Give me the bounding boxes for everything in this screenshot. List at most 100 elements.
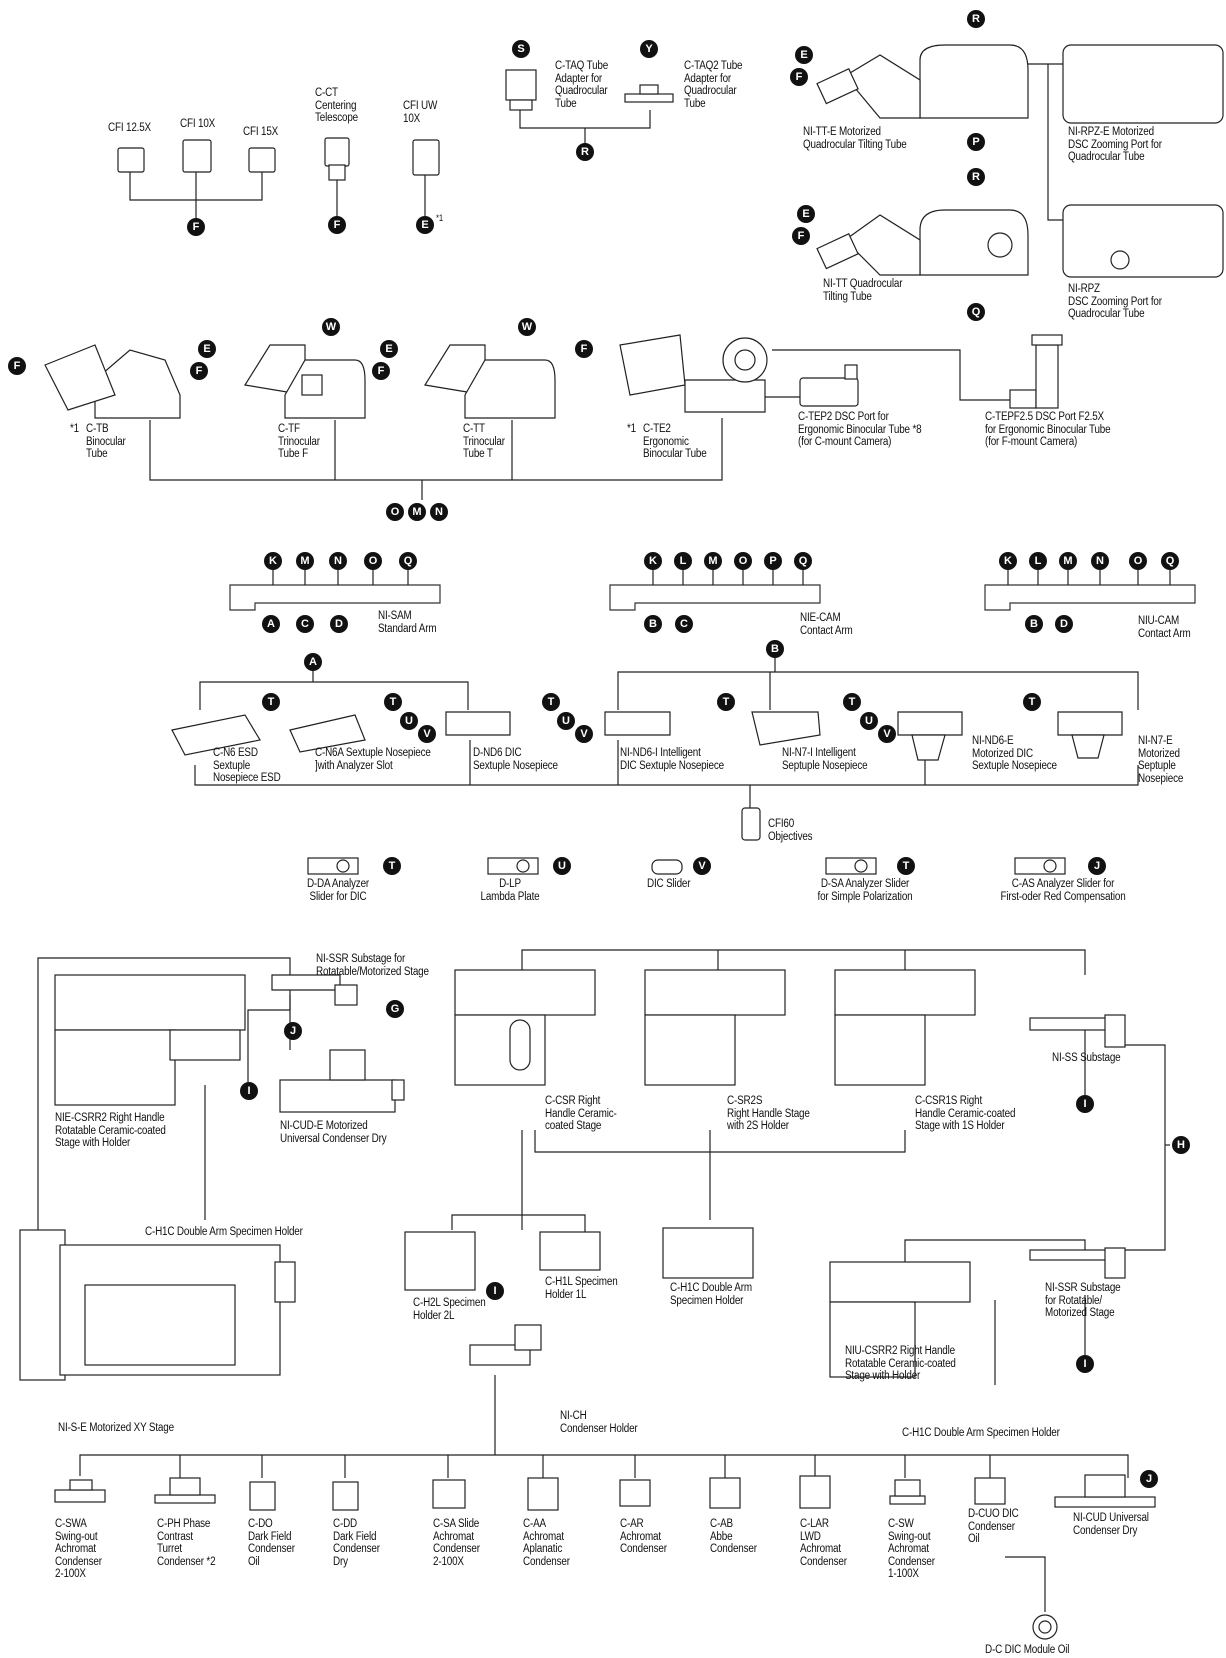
label-c-csr1s: C-CSR1S Right Handle Ceramic-coated Stag… [915, 1095, 1016, 1132]
badge-f: F [8, 357, 26, 375]
badge-m: M [1059, 552, 1077, 570]
label-c-swa: C-SWA Swing-out Achromat Condenser 2-100… [55, 1518, 102, 1580]
label-c-h1c-3: C-H1C Double Arm Specimen Holder [902, 1427, 1060, 1439]
badge-v: V [418, 725, 436, 743]
badge-t: T [262, 693, 280, 711]
connector-lines [37, 63, 1196, 1612]
label-ni-s-e: NI-S-E Motorized XY Stage [58, 1422, 174, 1434]
badge-w: W [518, 318, 536, 336]
badge-u: U [860, 712, 878, 730]
badge-q: Q [967, 303, 985, 321]
label-c-ab: C-AB Abbe Condenser [710, 1518, 757, 1555]
label-niu-cam: NIU-CAM Contact Arm [1138, 615, 1191, 640]
label-c-sa: C-SA Slide Achromat Condenser 2-100X [433, 1518, 480, 1568]
label-c-aa: C-AA Achromat Aplanatic Condenser [523, 1518, 570, 1568]
badge-u: U [400, 712, 418, 730]
badge-p: P [764, 552, 782, 570]
label-d-nd6: D-ND6 DIC Sextuple Nosepiece [473, 747, 558, 772]
label-ni-rpz: NI-RPZ DSC Zooming Port for Quadrocular … [1068, 283, 1162, 320]
label-c-ar: C-AR Achromat Condenser [620, 1518, 667, 1555]
label-cfi-15x: CFI 15X [243, 126, 279, 138]
badge-d: D [330, 615, 348, 633]
badge-r: R [967, 10, 985, 28]
badge-e: E [380, 340, 398, 358]
badge-b: B [1025, 615, 1043, 633]
badge-f: F [575, 340, 593, 358]
label-c-sw: C-SW Swing-out Achromat Condenser 1-100X [888, 1518, 935, 1580]
badge-f: F [790, 68, 808, 86]
label-c-tt: C-TT Trinocular Tube T [463, 423, 505, 460]
badge-q: Q [794, 552, 812, 570]
badge-e: E [797, 205, 815, 223]
badge-d: D [1055, 615, 1073, 633]
component-drawings [19, 44, 1224, 1640]
badge-t: T [542, 693, 560, 711]
badge-r: R [967, 168, 985, 186]
label-ni-cud-e: NI-CUD-E Motorized Universal Condenser D… [280, 1120, 387, 1145]
badge-a: A [262, 615, 280, 633]
label-c-tf: C-TF Trinocular Tube F [278, 423, 320, 460]
label-cfi-uw: CFI UW 10X [403, 100, 438, 125]
badge-l: L [1029, 552, 1047, 570]
badge-t: T [384, 693, 402, 711]
badge-p: P [967, 133, 985, 151]
label-nie-cam: NIE-CAM Contact Arm [800, 612, 853, 637]
badge-e: E [416, 216, 434, 234]
badge-u: U [557, 712, 575, 730]
label-ni-ssr-2: NI-SSR Substage for Rotatable/ Motorized… [1045, 1282, 1121, 1319]
label-c-taq2: C-TAQ2 Tube Adapter for Quadrocular Tube [684, 60, 743, 110]
badge-n: N [1091, 552, 1109, 570]
label-d-c: D-C DIC Module Oil [985, 1644, 1070, 1656]
badge-a: A [304, 653, 322, 671]
badge-f: F [328, 216, 346, 234]
label-c-ph: C-PH Phase Contrast Turret Condenser *2 [157, 1518, 216, 1568]
badge-f: F [187, 218, 205, 236]
badge-w: W [322, 318, 340, 336]
label-ni-cud: NI-CUD Universal Condenser Dry [1073, 1512, 1149, 1537]
badge-k: K [999, 552, 1017, 570]
label-d-lp: D-LP Lambda Plate [480, 878, 540, 903]
badge-r: R [576, 143, 594, 161]
badge-o: O [734, 552, 752, 570]
label-ni-ssr-1: NI-SSR Substage for Rotatable/Motorized … [316, 953, 429, 978]
label-nie-csrr2: NIE-CSRR2 Right Handle Rotatable Ceramic… [55, 1112, 166, 1149]
badge-b: B [644, 615, 662, 633]
badge-j: J [1140, 1470, 1158, 1488]
label-c-csr: C-CSR Right Handle Ceramic- coated Stage [545, 1095, 617, 1132]
badge-i: I [1076, 1355, 1094, 1373]
badge-l: L [674, 552, 692, 570]
badge-j: J [284, 1022, 302, 1040]
badge-b: B [766, 640, 784, 658]
badge-i: I [240, 1082, 258, 1100]
badge-t: T [1023, 693, 1041, 711]
label-c-sr2s: C-SR2S Right Handle Stage with 2S Holder [727, 1095, 810, 1132]
label-ni-n7-i: NI-N7-I Intelligent Septuple Nosepiece [782, 747, 868, 772]
badge-k: K [644, 552, 662, 570]
badge-i: I [486, 1282, 504, 1300]
badge-f: F [372, 362, 390, 380]
label-star-e: *1 [436, 213, 443, 223]
badge-m: M [408, 503, 426, 521]
badge-t: J [1088, 857, 1106, 875]
badge-t: T [843, 693, 861, 711]
label-dic-slider: DIC Slider [647, 878, 691, 890]
label-star-cte2: *1 [627, 423, 637, 435]
badge-t: T [717, 693, 735, 711]
label-ni-rpz-e: NI-RPZ-E Motorized DSC Zooming Port for … [1068, 126, 1162, 163]
badge-t: T [383, 857, 401, 875]
badge-h: H [1172, 1136, 1190, 1154]
label-niu-csrr2: NIU-CSRR2 Right Handle Rotatable Ceramic… [845, 1345, 956, 1382]
label-c-h2l: C-H2L Specimen Holder 2L [413, 1297, 486, 1322]
label-ni-n7-e: NI-N7-E Motorized Septuple Nosepiece [1138, 735, 1184, 785]
label-c-n6a: C-N6A Sextuple Nosepiece ]with Analyzer … [315, 747, 431, 772]
label-ni-ss: NI-SS Substage [1052, 1052, 1121, 1064]
label-c-h1l: C-H1L Specimen Holder 1L [545, 1276, 618, 1301]
badge-m: M [296, 552, 314, 570]
label-ni-sam: NI-SAM Standard Arm [378, 610, 437, 635]
badge-v: V [575, 725, 593, 743]
badge-k: K [264, 552, 282, 570]
label-d-sa: D-SA Analyzer Slider for Simple Polariza… [817, 878, 913, 903]
badge-f: F [190, 362, 208, 380]
label-cfi-12-5x: CFI 12.5X [108, 122, 151, 134]
